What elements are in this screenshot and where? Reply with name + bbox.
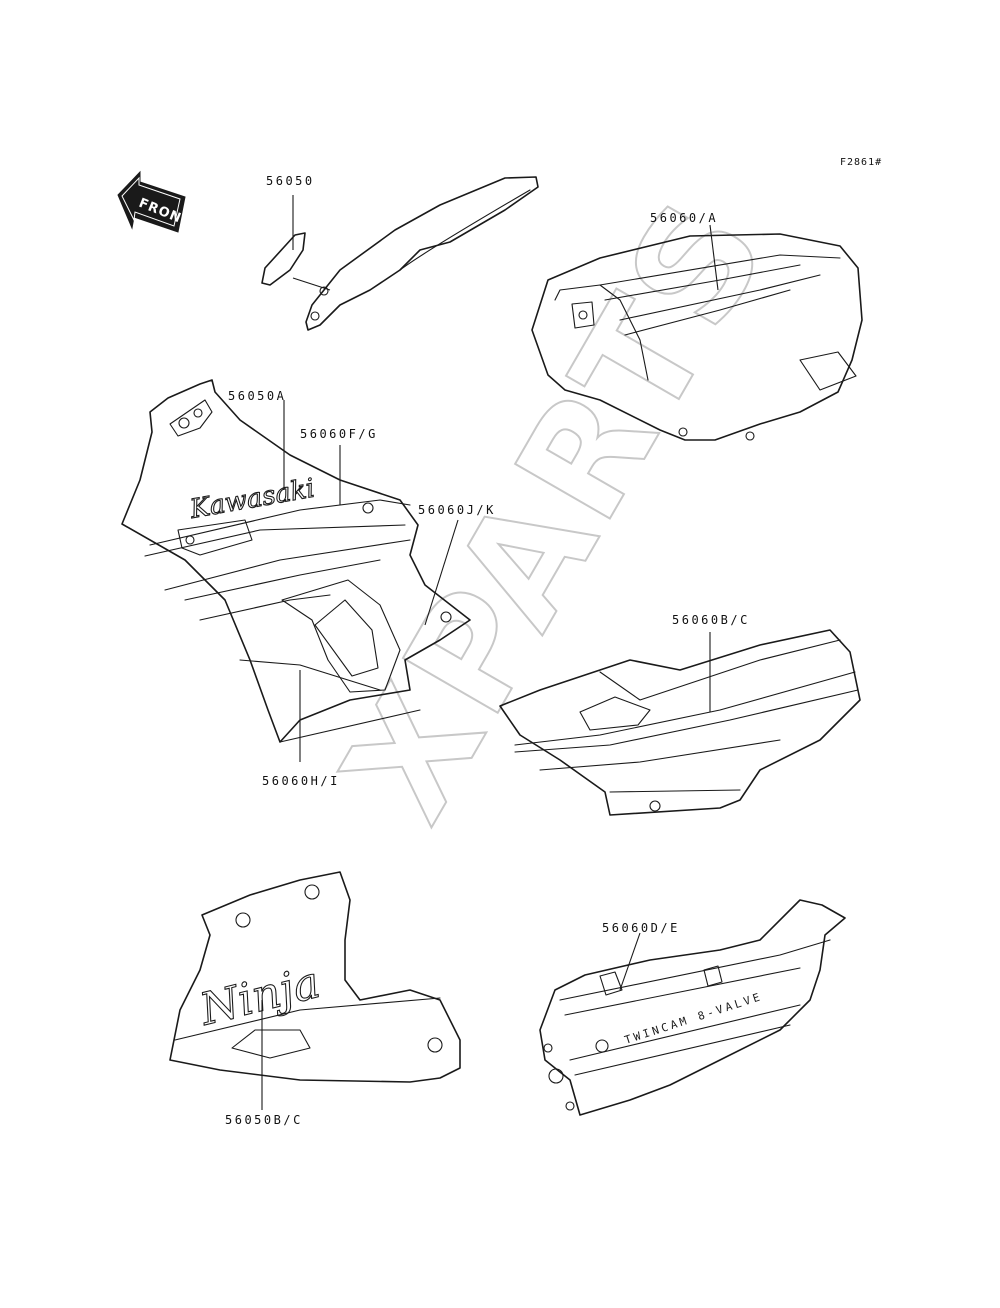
front-arrow-icon: FRONT — [117, 170, 193, 233]
ninja-decal: Ninja — [194, 957, 325, 1036]
part-number-56050: 56050 — [266, 174, 315, 188]
part-number-56060b-c: 56060B/C — [672, 613, 750, 627]
part-number-56060j-k: 56060J/K — [418, 503, 496, 517]
part-number-56060f-g: 56060F/G — [300, 427, 378, 441]
part-56050: 56050 — [261, 174, 539, 331]
part-56060-b-c: 56060B/C — [499, 613, 861, 816]
part-number-56050a: 56050A — [228, 389, 286, 403]
part-number-56060-a: 56060/A — [650, 211, 718, 225]
part-number-56060h-i: 56060H/I — [262, 774, 340, 788]
watermark: XPARTS — [309, 168, 803, 849]
figure-reference: F2861# — [840, 157, 882, 168]
part-56060-a: 56060/A — [531, 211, 863, 441]
kawasaki-decal: Kawasaki — [187, 474, 317, 526]
part-56060-d-e: TWINCAM 8-VALVE 56060D/E — [539, 899, 846, 1116]
part-number-56060d-e: 56060D/E — [602, 921, 680, 935]
part-number-56050b-c: 56050B/C — [225, 1113, 303, 1127]
lower-fairing: Ninja 56050B/C — [169, 871, 461, 1127]
watermark-text: XPARTS — [310, 169, 802, 848]
